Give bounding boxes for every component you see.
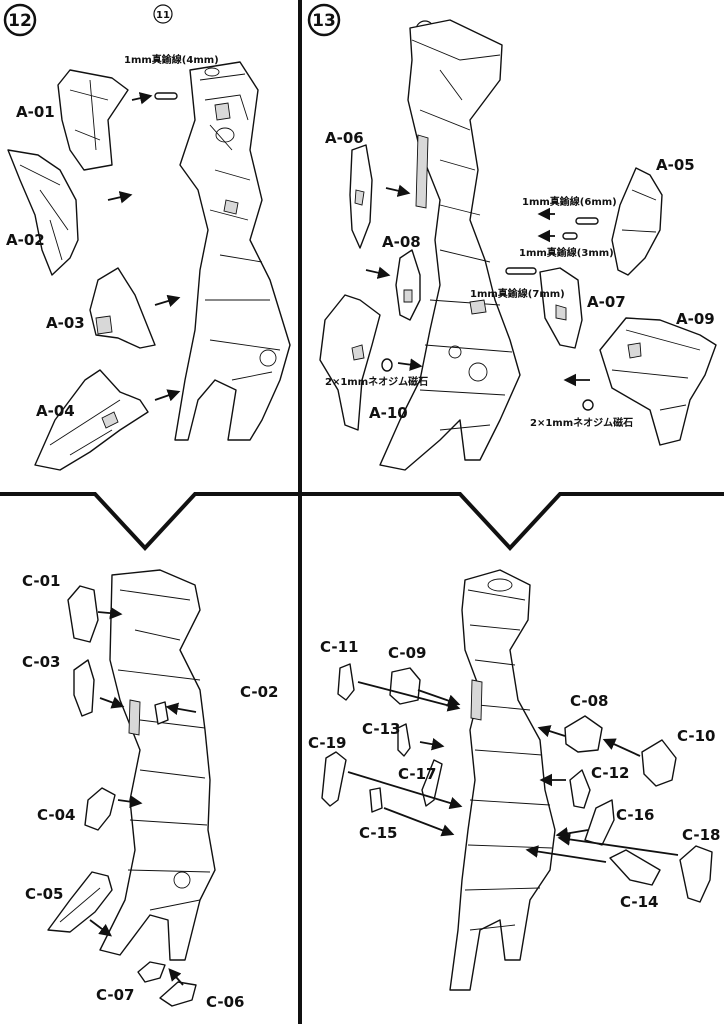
- label-c12: C-12: [591, 764, 629, 782]
- part-c05: [47, 871, 113, 933]
- labels-step13: A-06 A-05 A-08 A-07 A-09 A-10 1mm真鍮線(6mm…: [325, 129, 715, 429]
- label-c14: C-14: [620, 893, 658, 911]
- step-12-badge: 12: [3, 3, 37, 37]
- note-magnet-right: 2×1mmネオジム磁石: [530, 416, 633, 429]
- label-a06: A-06: [325, 129, 364, 147]
- note-magnet-left: 2×1mmネオジム磁石: [325, 375, 428, 388]
- labels-bottom-right: C-11 C-09 C-08 C-10 C-13 C-19 C-17 C-15 …: [308, 638, 720, 911]
- part-a10: [319, 294, 381, 431]
- part-c15: [369, 787, 383, 813]
- label-c06: C-06: [206, 993, 244, 1011]
- part-c09: [389, 667, 421, 705]
- label-a03: A-03: [46, 314, 85, 332]
- part-c12: [569, 769, 591, 809]
- wire-4mm: [154, 92, 178, 100]
- leg-assembly-step12: [174, 61, 291, 441]
- label-c13: C-13: [362, 720, 400, 738]
- magnet-left: [381, 358, 393, 372]
- arrows-step12: [107, 92, 181, 402]
- label-c09: C-09: [388, 644, 426, 662]
- leg-assembly-step13: [379, 19, 521, 471]
- label-c19: C-19: [308, 734, 346, 752]
- part-a02: [7, 149, 79, 276]
- label-a10: A-10: [369, 404, 408, 422]
- label-c08: C-08: [570, 692, 608, 710]
- part-c16: [584, 799, 615, 846]
- part-a03: [89, 267, 156, 349]
- svg-text:13: 13: [312, 11, 336, 31]
- magnet-right: [582, 399, 594, 411]
- labels-bottom-left: C-01 C-03 C-02 C-04 C-05 C-07 C-06: [22, 572, 278, 1011]
- part-c08: [564, 715, 603, 753]
- step-13-badge: 13: [307, 3, 341, 37]
- wire-6mm: [575, 217, 599, 225]
- part-a05: [611, 167, 663, 276]
- part-c10: [641, 739, 677, 787]
- label-a01: A-01: [16, 103, 55, 121]
- note-wire-4mm: 1mm真鍮線(4mm): [124, 53, 219, 66]
- part-c03: [73, 659, 95, 717]
- part-c13: [397, 723, 411, 757]
- label-c18: C-18: [682, 826, 720, 844]
- wires-and-magnets-step13: [381, 217, 599, 411]
- part-a07: [539, 267, 583, 349]
- label-c15: C-15: [359, 824, 397, 842]
- note-wire-6mm: 1mm真鍮線(6mm): [522, 195, 617, 208]
- part-c04: [84, 787, 116, 831]
- label-c11: C-11: [320, 638, 358, 656]
- label-c10: C-10: [677, 727, 715, 745]
- part-a04: [34, 369, 149, 471]
- label-c05: C-05: [25, 885, 63, 903]
- note-wire-7mm: 1mm真鍮線(7mm): [470, 287, 565, 300]
- arrows-step13: [365, 184, 590, 387]
- leg-assembly-bottom-left: [99, 569, 216, 961]
- part-c07: [137, 961, 166, 983]
- label-c02: C-02: [240, 683, 278, 701]
- part-a09: [599, 317, 717, 446]
- wire-3mm: [562, 232, 578, 240]
- label-c04: C-04: [37, 806, 75, 824]
- label-c03: C-03: [22, 653, 60, 671]
- leg-assembly-bottom-right: [449, 569, 556, 991]
- note-wire-3mm: 1mm真鍮線(3mm): [519, 246, 614, 259]
- label-a02: A-02: [6, 231, 45, 249]
- label-a05: A-05: [656, 156, 695, 174]
- part-c14: [609, 849, 661, 886]
- step-12-substep-ref: 11: [153, 4, 173, 24]
- label-a08: A-08: [382, 233, 421, 251]
- wire-7mm: [505, 267, 537, 275]
- label-a04: A-04: [36, 402, 75, 420]
- arrows-bottom-right: [347, 681, 679, 863]
- arrows-bottom-left: [89, 606, 197, 986]
- label-c16: C-16: [616, 806, 654, 824]
- labels-step12: A-01 A-02 A-03 A-04 1mm真鍮線(4mm): [6, 53, 219, 420]
- label-c07: C-07: [96, 986, 134, 1004]
- label-c17: C-17: [398, 765, 436, 783]
- label-c01: C-01: [22, 572, 60, 590]
- part-c11: [337, 663, 355, 701]
- part-c06: [159, 981, 197, 1007]
- label-a07: A-07: [587, 293, 626, 311]
- part-c02: [154, 701, 169, 725]
- part-c19: [321, 751, 347, 807]
- svg-text:11: 11: [156, 10, 170, 21]
- part-c17: [421, 759, 443, 807]
- part-a06: [349, 144, 373, 249]
- part-a01: [57, 69, 129, 171]
- part-c18: [679, 845, 713, 903]
- svg-text:12: 12: [8, 11, 32, 31]
- part-a08: [395, 249, 421, 321]
- part-c01: [67, 585, 99, 643]
- label-a09: A-09: [676, 310, 715, 328]
